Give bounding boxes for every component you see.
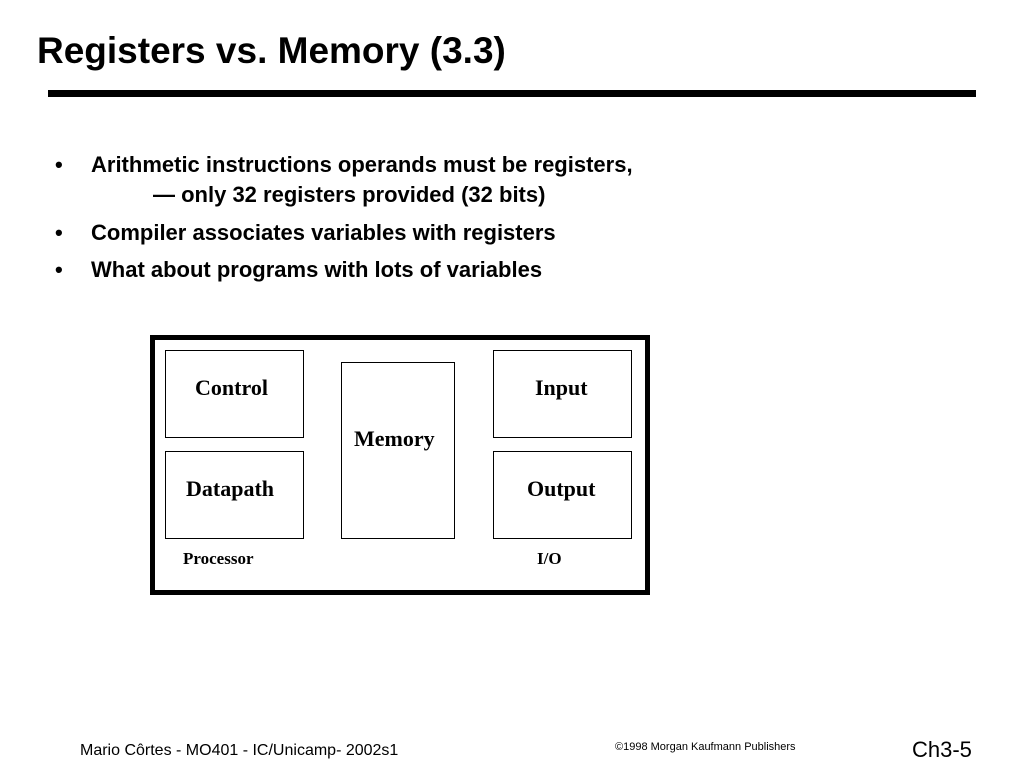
copyright-icon: © (615, 741, 624, 753)
footer-copyright: ©1998 Morgan Kaufmann Publishers (615, 741, 796, 753)
bullet-text: What about programs with lots of variabl… (91, 257, 543, 282)
bullet-dot-icon: • (55, 152, 63, 177)
input-box: Input (493, 350, 632, 438)
slide-title: Registers vs. Memory (3.3) (37, 30, 506, 71)
control-box: Control (165, 350, 304, 438)
computer-organization-diagram: Control Datapath Memory Input Output Pro… (150, 335, 650, 595)
control-label: Control (195, 375, 268, 400)
memory-box: Memory (341, 362, 455, 539)
bullet-subline: — only 32 registers provided (32 bits) (153, 182, 546, 207)
bullet-text: Arithmetic instructions operands must be… (91, 152, 633, 177)
output-label: Output (527, 476, 596, 501)
bullet-dot-icon: • (55, 257, 63, 282)
bullet-dot-icon: • (55, 220, 63, 245)
footer-copyright-text: 1998 Morgan Kaufmann Publishers (623, 741, 796, 753)
output-box: Output (493, 451, 632, 539)
memory-label: Memory (354, 426, 435, 451)
datapath-label: Datapath (186, 476, 275, 501)
io-caption: I/O (537, 549, 562, 568)
bullet-text: Compiler associates variables with regis… (91, 220, 556, 245)
datapath-box: Datapath (165, 451, 304, 539)
input-label: Input (535, 375, 588, 400)
footer-author: Mario Côrtes - MO401 - IC/Unicamp- 2002s… (80, 742, 399, 759)
title-underline (48, 90, 976, 97)
slide-number: Ch3-5 (912, 737, 972, 762)
processor-caption: Processor (183, 549, 254, 568)
